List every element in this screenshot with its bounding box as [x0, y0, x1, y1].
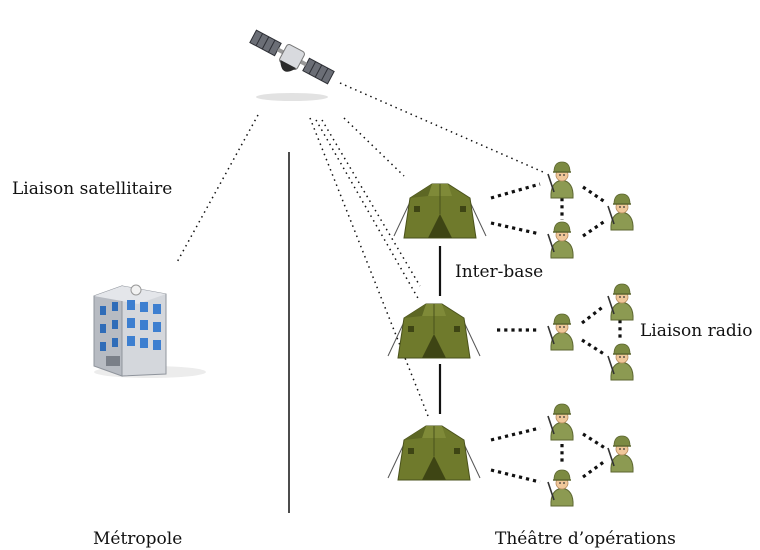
- metropole-label: Métropole: [93, 529, 183, 549]
- soldier-icon: [547, 161, 574, 199]
- satellite-links: [175, 82, 544, 417]
- link-sat-tent-2: [315, 119, 420, 301]
- radio-link-label: Liaison radio: [640, 321, 753, 341]
- link-sat-metropole: [175, 114, 259, 265]
- theatre-label: Théâtre d’opérations: [495, 529, 676, 549]
- link-sat-tent-1: [343, 117, 405, 177]
- soldier-icon: [607, 283, 634, 321]
- tent-icon: [387, 425, 481, 481]
- link-sat-tent-1b: [321, 119, 421, 287]
- satellite-link-label: Liaison satellitaire: [12, 179, 173, 199]
- link-sat-tent-3: [309, 117, 429, 417]
- soldier-icon: [607, 193, 634, 231]
- tent-icon: [393, 183, 487, 239]
- satellite-icon: [249, 29, 335, 101]
- building-icon: [93, 284, 206, 378]
- inter-base-label: Inter-base: [455, 262, 544, 282]
- soldier-icon: [547, 221, 574, 259]
- tent-icon: [387, 303, 481, 359]
- radio-links: [490, 182, 622, 484]
- soldier-icon: [547, 313, 574, 351]
- soldier-icon: [547, 469, 574, 507]
- soldier-icon: [547, 403, 574, 441]
- soldier-icon: [607, 435, 634, 473]
- link-sat-soldier: [339, 82, 544, 173]
- soldier-icon: [607, 343, 634, 381]
